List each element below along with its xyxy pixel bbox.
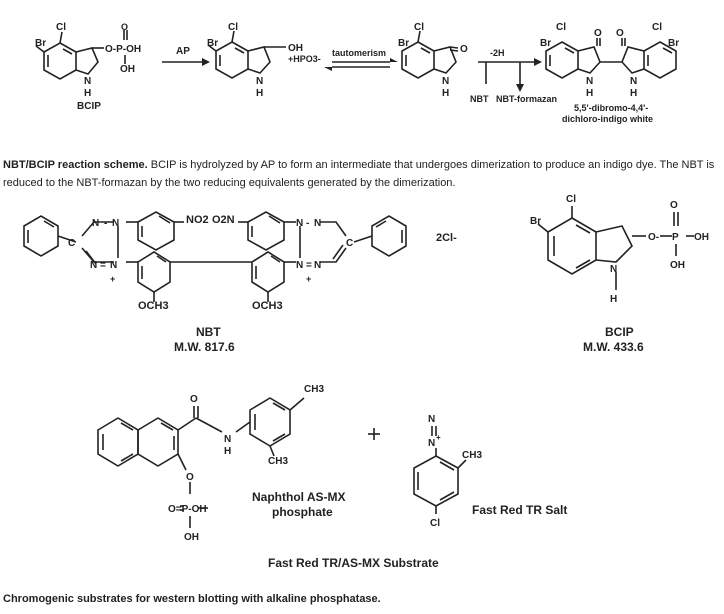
nbt-arrow-label: NBT (470, 94, 489, 104)
svg-text:Br: Br (668, 38, 679, 49)
hpo3-label: +HPO3- (288, 54, 321, 64)
svg-text:C: C (68, 238, 75, 249)
bcip-mw: M.W. 433.6 (583, 340, 644, 354)
minus-2h-label: -2H (490, 48, 505, 58)
ch3-fastred: CH3 (462, 450, 483, 461)
svg-text:O: O (616, 28, 624, 39)
reaction-caption: NBT/BCIP reaction scheme. BCIP is hydrol… (3, 156, 717, 192)
svg-text:O-P-OH: O-P-OH (105, 44, 141, 55)
svg-text:H: H (256, 88, 263, 99)
svg-text:Cl: Cl (430, 518, 440, 529)
ap-label: AP (176, 46, 190, 57)
svg-text:OH: OH (120, 64, 135, 75)
nbt-mw: M.W. 817.6 (174, 340, 235, 354)
svg-text:N: N (630, 76, 637, 87)
svg-text:N: N (610, 264, 617, 275)
substrates-caption: Chromogenic substrates for western blott… (3, 593, 381, 605)
nbt-counterion: 2Cl- (436, 232, 457, 244)
caption-text: BCIP is hydrolyzed by AP to form an inte… (3, 159, 715, 189)
indigo-label-line1: 5,5'-dibromo-4,4'- (574, 103, 649, 113)
nbt-name: NBT (196, 325, 221, 339)
svg-text:N: N (428, 438, 435, 449)
svg-text:O: O (186, 472, 194, 483)
svg-text:OH: OH (184, 532, 199, 543)
nbt-no2: NO2 (186, 214, 209, 226)
svg-text:O: O (594, 28, 602, 39)
svg-text:N: N (296, 260, 303, 271)
svg-text:N: N (92, 218, 99, 229)
svg-text:Cl: Cl (652, 22, 662, 33)
svg-text:+: + (436, 433, 441, 442)
tautomerism-label: tautomerism (332, 48, 387, 58)
nbt-och3-right: OCH3 (252, 300, 283, 312)
nbt-och3-left: OCH3 (138, 300, 169, 312)
svg-text:O: O (121, 22, 128, 32)
svg-text:Br: Br (398, 38, 409, 49)
substrate-label: Fast Red TR/AS-MX Substrate (268, 556, 439, 570)
svg-text:Br: Br (35, 38, 46, 49)
svg-text:Cl: Cl (414, 22, 424, 33)
svg-text:N: N (296, 218, 303, 229)
indigo-label-line2: dichloro-indigo white (562, 114, 653, 124)
svg-text:N: N (110, 260, 117, 271)
fastred-label: Fast Red TR Salt (472, 503, 568, 517)
svg-text:N: N (112, 218, 119, 229)
svg-text:Cl: Cl (556, 22, 566, 33)
svg-text:N: N (256, 76, 263, 87)
ch3-top: CH3 (304, 384, 325, 395)
svg-text:Br: Br (540, 38, 551, 49)
svg-text:H: H (586, 88, 593, 99)
formazan-label: NBT-formazan (496, 94, 558, 104)
svg-text:N: N (314, 218, 321, 229)
svg-text:=: = (100, 260, 106, 271)
svg-text:O: O (460, 44, 468, 55)
svg-text:H: H (442, 88, 449, 99)
caption-bold: NBT/BCIP reaction scheme. (3, 159, 148, 171)
svg-text:H: H (610, 294, 617, 305)
svg-text:OH: OH (288, 43, 303, 54)
svg-text:H: H (630, 88, 637, 99)
naphthol-line1: Naphthol AS-MX (252, 490, 346, 504)
svg-text:OH: OH (694, 232, 709, 243)
bcip-label: BCIP (77, 101, 101, 112)
svg-text:=: = (306, 260, 312, 271)
svg-text:Cl: Cl (228, 22, 238, 33)
svg-text:Br: Br (530, 216, 541, 227)
svg-text:N: N (586, 76, 593, 87)
svg-text:N: N (428, 414, 435, 425)
svg-text:C: C (346, 238, 353, 249)
svg-text:-: - (306, 218, 309, 229)
svg-text:N: N (84, 76, 91, 87)
svg-text:+: + (110, 274, 115, 284)
svg-text:O: O (670, 200, 678, 211)
naphthol-line2: phosphate (272, 505, 333, 519)
svg-text:OH: OH (670, 260, 685, 271)
svg-text:+: + (306, 274, 311, 284)
svg-text:N: N (90, 260, 97, 271)
svg-text:O=P-OH: O=P-OH (168, 504, 207, 515)
svg-text:Cl: Cl (566, 194, 576, 205)
bcip-name: BCIP (605, 325, 634, 339)
svg-text:Br: Br (207, 38, 218, 49)
svg-text:-: - (104, 218, 107, 229)
svg-text:H: H (224, 446, 231, 457)
nbt-o2n: O2N (212, 214, 235, 226)
svg-text:O: O (190, 394, 198, 405)
svg-text:N: N (314, 260, 321, 271)
svg-text:P: P (672, 232, 679, 243)
svg-text:O-: O- (648, 232, 659, 243)
svg-text:Cl: Cl (56, 22, 66, 33)
ch3-ortho: CH3 (268, 456, 289, 467)
svg-text:H: H (84, 88, 91, 99)
svg-text:N: N (224, 434, 231, 445)
svg-text:N: N (442, 76, 449, 87)
